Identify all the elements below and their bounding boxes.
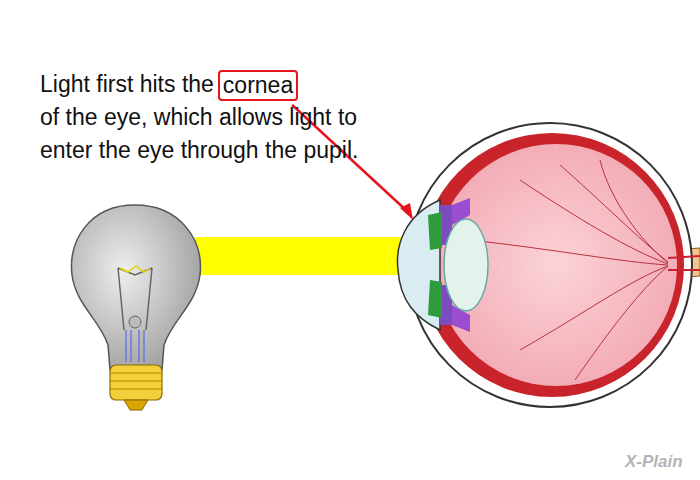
watermark: X-Plain <box>625 452 683 472</box>
light-bulb <box>72 205 201 410</box>
light-beam <box>195 237 413 275</box>
caption-text: Light first hits the <box>40 68 214 101</box>
highlight-box: cornea <box>218 70 298 101</box>
eye <box>397 123 700 407</box>
caption-text: of the eye, which allows light to enter … <box>40 101 360 167</box>
highlighted-term: cornea <box>220 72 296 99</box>
